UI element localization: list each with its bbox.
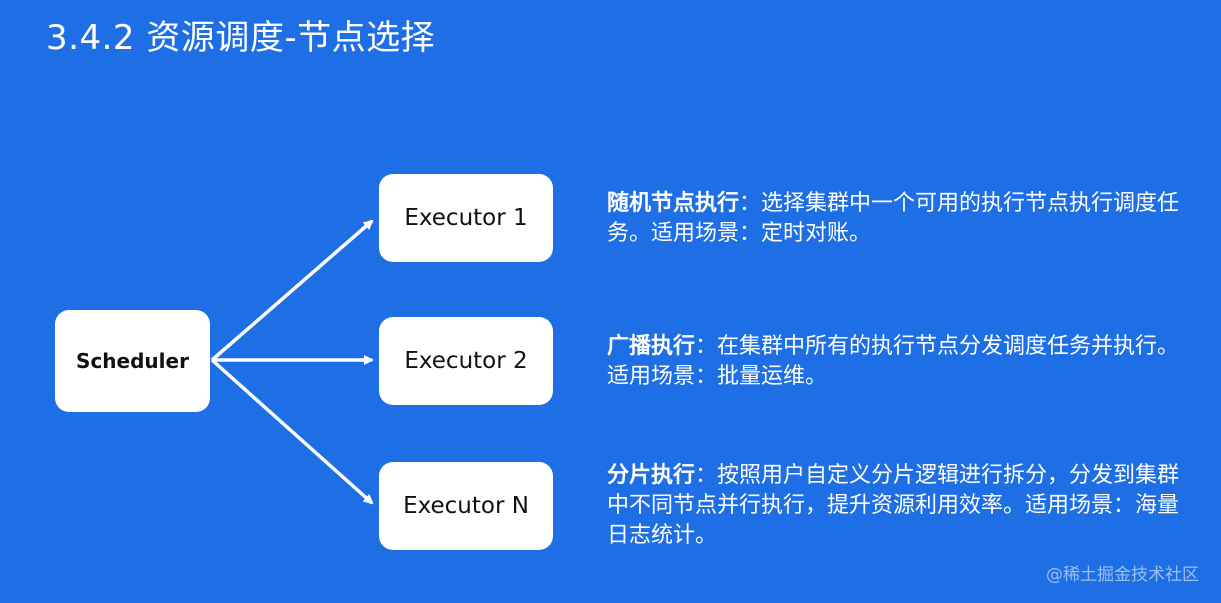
strategy-separator: ： — [695, 334, 718, 359]
executor-1-node: Executor 1 — [379, 174, 553, 262]
executor-label: Executor 1 — [404, 205, 528, 231]
strategy-broadcast: 广播执行：在集群中所有的执行节点分发调度任务并执行。适用场景：批量运维。 — [607, 332, 1197, 392]
watermark: @稀土掘金技术社区 — [1046, 565, 1199, 585]
strategy-name: 广播执行 — [607, 334, 696, 359]
strategy-separator: ： — [739, 191, 762, 216]
executor-n-node: Executor N — [379, 462, 553, 550]
arrow-to-executor-n — [210, 358, 374, 505]
strategy-name: 分片执行 — [607, 463, 696, 488]
strategy-text: 选择集群中一个可用的执行节点执行调度任务。适用场景：定时对账。 — [607, 191, 1180, 246]
scheduler-node: Scheduler — [55, 310, 210, 412]
executor-label: Executor N — [403, 493, 529, 519]
strategy-text: 按照用户自定义分片逻辑进行拆分，分发到集群中不同节点并行执行，提升资源利用效率。… — [607, 463, 1180, 548]
executor-2-node: Executor 2 — [379, 317, 553, 405]
scheduler-label: Scheduler — [76, 349, 189, 373]
executor-label: Executor 2 — [404, 348, 528, 374]
strategy-sharding: 分片执行：按照用户自定义分片逻辑进行拆分，分发到集群中不同节点并行执行，提升资源… — [607, 461, 1197, 551]
arrow-to-executor-1 — [210, 219, 374, 362]
strategy-name: 随机节点执行 — [607, 191, 740, 216]
strategy-separator: ： — [695, 463, 718, 488]
page-title: 3.4.2 资源调度-节点选择 — [46, 18, 436, 58]
strategy-random-node: 随机节点执行：选择集群中一个可用的执行节点执行调度任务。适用场景：定时对账。 — [607, 189, 1197, 249]
strategy-text: 在集群中所有的执行节点分发调度任务并执行。适用场景：批量运维。 — [607, 334, 1180, 389]
